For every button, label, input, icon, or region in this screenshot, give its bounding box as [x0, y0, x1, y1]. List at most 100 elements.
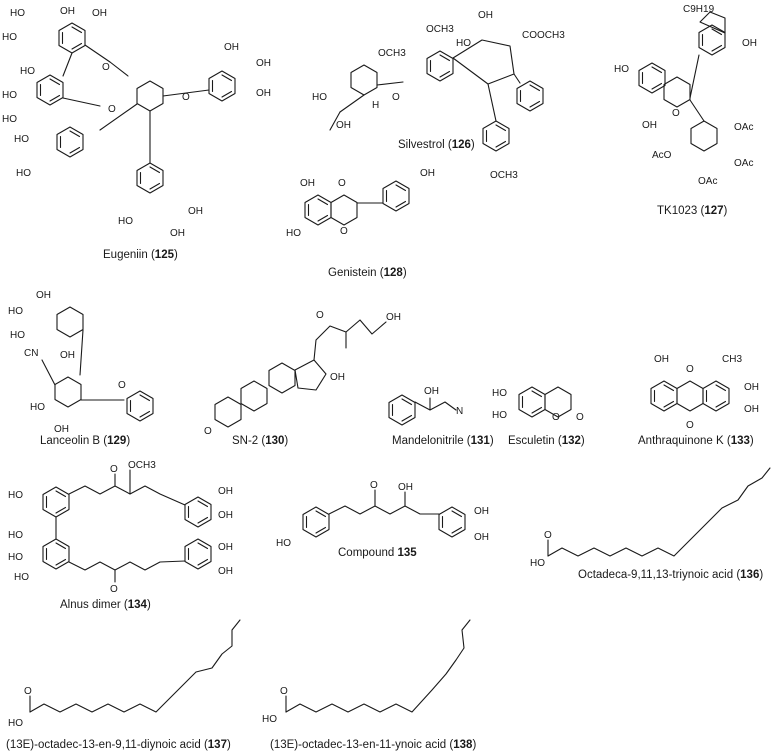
eugeniin-structure: HO OH OH HO HO HO HO HO HO O O O OH OH O…	[2, 6, 271, 261]
compound-caption-125: Eugeniin (125)	[103, 249, 178, 261]
atom-label: HO	[8, 306, 23, 317]
atom-label: OH	[420, 168, 435, 179]
tk1023-structure: C9H19 OH HO OH O OAc OAc OAc AcO TK1023 …	[614, 4, 757, 217]
atom-label: HO	[14, 134, 29, 145]
atom-label: OH	[218, 542, 233, 553]
atom-label: OH	[256, 58, 271, 69]
atom-label: OH	[60, 6, 75, 17]
atom-label: OH	[60, 350, 75, 361]
atom-label: O	[204, 426, 212, 437]
atom-label: O	[110, 464, 118, 475]
mandelonitrile-structure: OH N Mandelonitrile (131)	[388, 386, 494, 447]
atom-label: HO	[20, 66, 35, 77]
atom-label: OCH3	[378, 48, 406, 59]
atom-label: O	[576, 412, 584, 423]
atom-label: OH	[654, 354, 669, 365]
atom-label: AcO	[652, 150, 672, 161]
atom-label: HO	[8, 530, 23, 541]
atom-label: HO	[614, 64, 629, 75]
atom-label: OH	[744, 404, 759, 415]
compound-caption-127: TK1023 (127)	[657, 205, 728, 217]
atom-label: OAc	[734, 158, 753, 169]
atom-label: O	[340, 226, 348, 237]
atom-label: O	[686, 420, 694, 431]
compound-135-structure: O OH HO OH OH Compound 135	[276, 480, 489, 559]
atom-label: HO	[456, 38, 471, 49]
atom-label: OH	[300, 178, 315, 189]
atom-label: HO	[530, 558, 545, 569]
atom-label: OH	[36, 290, 51, 301]
atom-label: O	[338, 178, 346, 189]
compound-caption-138: (13E)-octadec-13-en-11-ynoic acid (138)	[270, 739, 476, 751]
atom-label: HO	[286, 228, 301, 239]
atom-label: O	[552, 412, 560, 423]
compound-138-structure: HO O (13E)-octadec-13-en-11-ynoic acid (…	[262, 619, 476, 751]
atom-label: HO	[2, 114, 17, 125]
atom-label: OH	[386, 312, 401, 323]
atom-label: HO	[10, 330, 25, 341]
compound-caption-126: Silvestrol (126)	[398, 139, 475, 151]
atom-label: OCH3	[128, 460, 156, 471]
atom-label: OAc	[734, 122, 753, 133]
atom-label: OCH3	[490, 170, 518, 181]
compound-caption-135: Compound 135	[338, 547, 417, 559]
sn2-structure: O OH OH O SN-2 (130)	[204, 310, 401, 447]
atom-label: OH	[218, 510, 233, 521]
atom-label: HO	[118, 216, 133, 227]
atom-label: O	[392, 92, 400, 103]
compound-caption-131: Mandelonitrile (131)	[392, 435, 494, 447]
alnus-dimer-structure: O OCH3 O HO HO HO HO OH OH OH OH Alnus d…	[8, 460, 233, 611]
genistein-structure: OH O OH HO O Genistein (128)	[286, 168, 435, 279]
atom-label: O	[544, 530, 552, 541]
atom-label: O	[316, 310, 324, 321]
atom-label: O	[108, 104, 116, 115]
atom-label: HO	[492, 388, 507, 399]
atom-label: HO	[2, 90, 17, 101]
atom-label: HO	[492, 410, 507, 421]
anthraquinone-k-structure: OH O CH3 OH OH O Anthraquinone K (133)	[638, 354, 759, 447]
atom-label: OH	[256, 88, 271, 99]
atom-label: HO	[8, 490, 23, 501]
atom-label: OH	[92, 8, 107, 19]
atom-label: O	[182, 92, 190, 103]
atom-label: OH	[224, 42, 239, 53]
atom-label: O	[370, 480, 378, 491]
atom-label: HO	[14, 572, 29, 583]
atom-label: HO	[262, 714, 277, 725]
compound-caption-133: Anthraquinone K (133)	[638, 435, 754, 447]
atom-label: HO	[16, 168, 31, 179]
esculetin-structure: HO HO O O Esculetin (132)	[492, 386, 585, 447]
atom-label: HO	[30, 402, 45, 413]
atom-label: OH	[336, 120, 351, 131]
compound-caption-130: SN-2 (130)	[232, 435, 288, 447]
silvestrol-structure: OCH3 OH HO COOCH3 OCH3 O H HO OH OCH3 Si…	[312, 10, 565, 181]
atom-label: O	[102, 62, 110, 73]
atom-label: OH	[398, 482, 413, 493]
atom-label: OH	[744, 382, 759, 393]
atom-label: OH	[642, 120, 657, 131]
compound-137-structure: HO O (13E)-octadec-13-en-9,11-diynoic ac…	[6, 619, 241, 751]
atom-label: HO	[312, 92, 327, 103]
atom-label: HO	[8, 718, 23, 729]
atom-label: CN	[24, 348, 38, 359]
atom-label: O	[118, 380, 126, 391]
atom-label: OH	[188, 206, 203, 217]
atom-label: C9H19	[683, 4, 715, 15]
compound-caption-129: Lanceolin B (129)	[40, 435, 130, 447]
atom-label: O	[110, 584, 118, 595]
atom-label: OH	[478, 10, 493, 21]
atom-label: OH	[424, 386, 439, 397]
atom-label: HO	[276, 538, 291, 549]
atom-label: OH	[742, 38, 757, 49]
atom-label: O	[672, 108, 680, 119]
atom-label: OH	[170, 228, 185, 239]
atom-label: OH	[474, 506, 489, 517]
atom-label: N	[456, 406, 463, 417]
atom-label: H	[372, 100, 379, 111]
compound-caption-137: (13E)-octadec-13-en-9,11-diynoic acid (1…	[6, 739, 231, 751]
lanceolin-b-structure: OH HO HO OH CN HO OH O Lanceolin B (129)	[8, 290, 154, 447]
atom-label: HO	[8, 552, 23, 563]
atom-label: O	[686, 364, 694, 375]
compound-caption-132: Esculetin (132)	[508, 435, 585, 447]
atom-label: OH	[474, 532, 489, 543]
